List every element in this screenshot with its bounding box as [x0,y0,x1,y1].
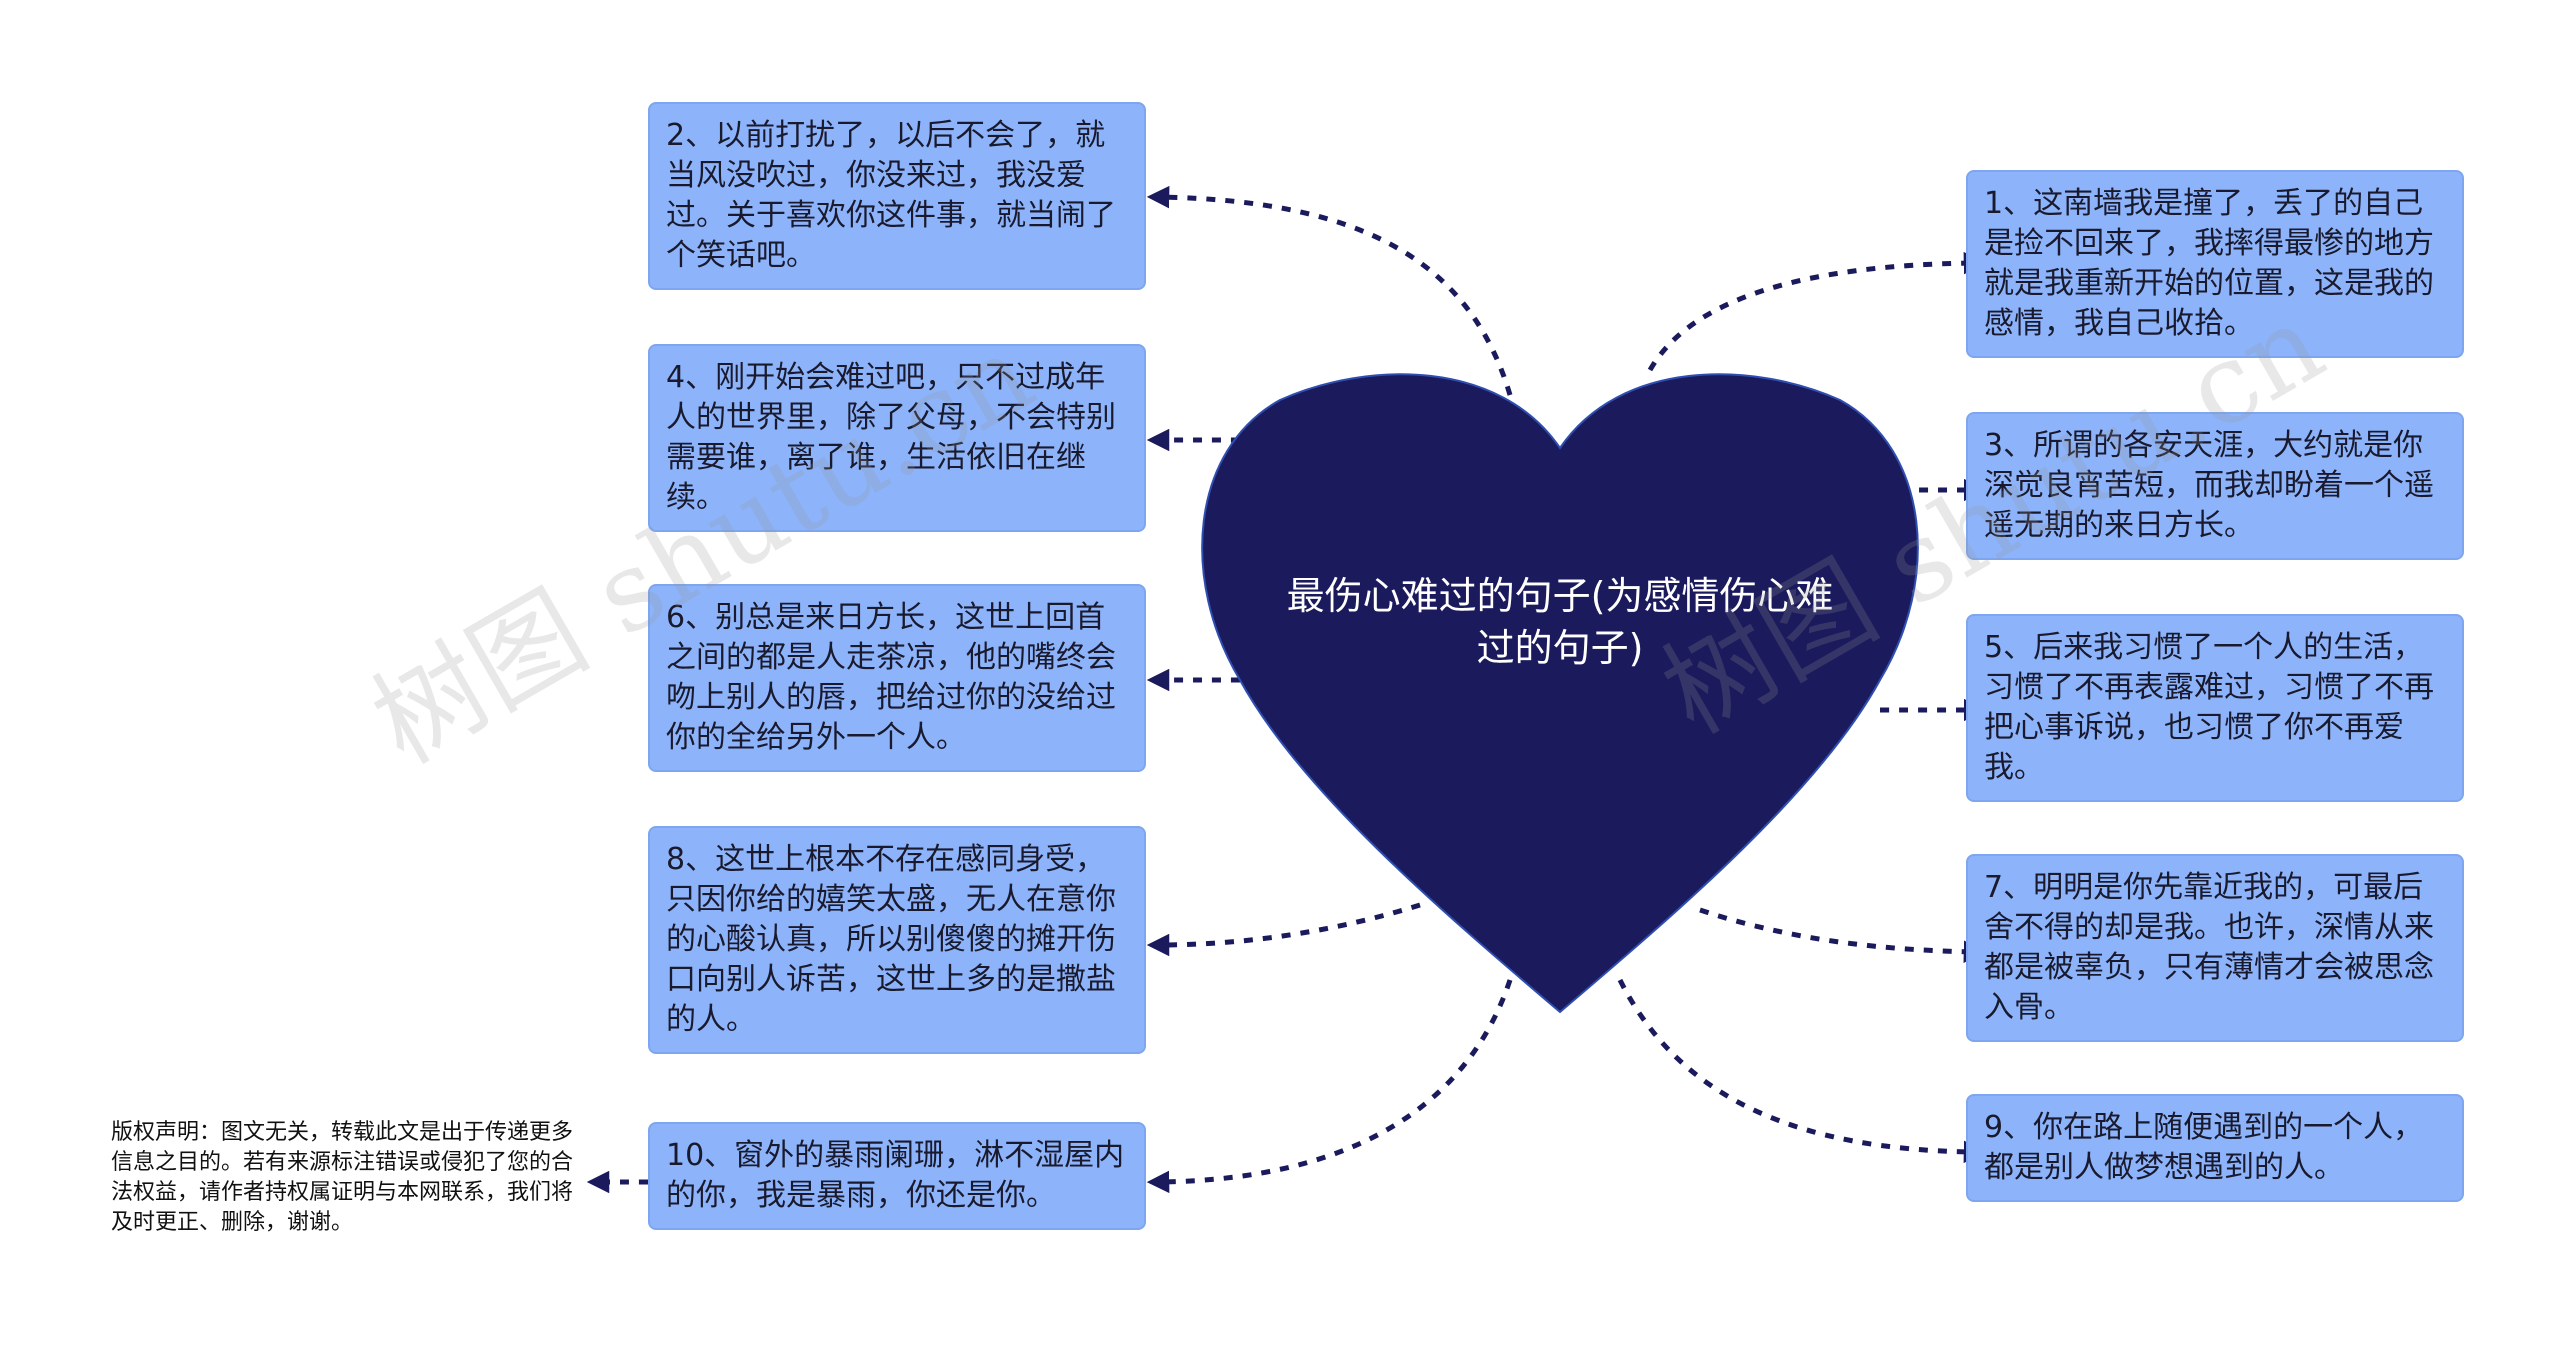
center-topic-label: 最伤心难过的句子(为感情伤心难过的句子) [1286,574,1834,670]
link-node-2 [1146,185,1513,396]
node-8: 8、这世上根本不存在感同身受，只因你给的嬉笑太盛，无人在意你的心酸认真，所以别傻… [648,826,1146,1054]
link-node-8 [1146,902,1421,957]
copyright-note: 版权声明：图文无关，转载此文是出于传递更多信息之目的。若有来源标注错误或侵犯了您… [111,1120,574,1235]
node-7: 7、明明是你先靠近我的，可最后舍不得的却是我。也许，深情从来都是被辜负，只有薄情… [1966,854,2464,1042]
node-3: 3、所谓的各安天涯，大约就是你深觉良宵苦短，而我却盼着一个遥遥无期的来日方长。 [1966,412,2464,560]
link-node-1 [1647,251,1987,372]
node-10: 10、窗外的暴雨阑珊，淋不湿屋内的你，我是暴雨，你还是你。 [648,1122,1146,1230]
node-6: 6、别总是来日方长，这世上回首之间的都是人走茶凉，他的嘴终会吻上别人的唇，把给过… [648,584,1146,772]
heart-shape [1201,373,1919,1014]
node-9: 9、你在路上随便遇到的一个人，都是别人做梦想遇到的人。 [1966,1094,2464,1202]
link-node-9 [1617,978,1987,1164]
node-2: 2、以前打扰了，以后不会了，就当风没吹过，你没来过，我没爱过。关于喜欢你这件事，… [648,102,1146,290]
node-4: 4、刚开始会难过吧，只不过成年人的世界里，除了父母，不会特别需要谁，离了谁，生活… [648,344,1146,532]
node-5: 5、后来我习惯了一个人的生活，习惯了不再表露难过，习惯了不再把心事诉说，也习惯了… [1966,614,2464,802]
node-1: 1、这南墙我是撞了，丢了的自己是捡不回来了，我摔得最惨的地方就是我重新开始的位置… [1966,170,2464,358]
link-node-7 [1699,907,1987,964]
link-node-10 [1146,979,1513,1194]
